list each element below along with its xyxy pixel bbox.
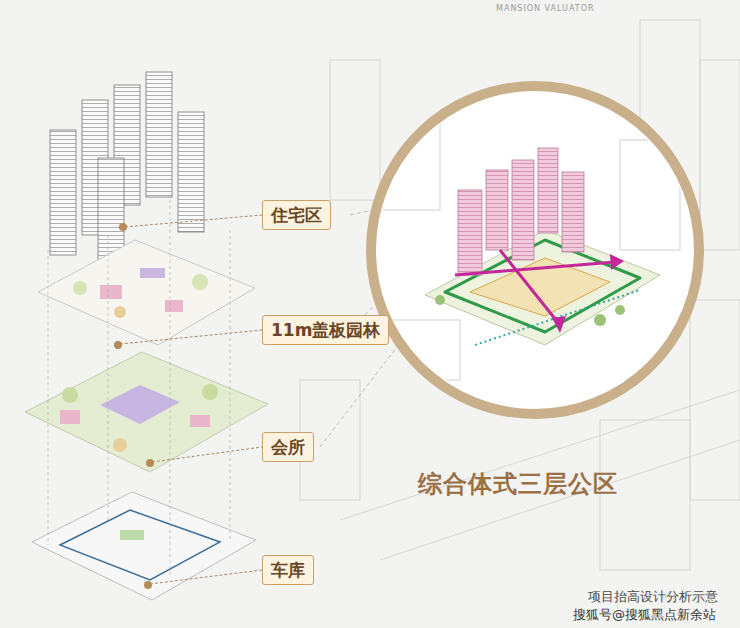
zoom-content bbox=[380, 120, 680, 380]
clubhouse-layer bbox=[25, 352, 268, 472]
label-box: 住宅区 bbox=[262, 200, 331, 230]
background-city bbox=[300, 20, 740, 570]
vertical-guide bbox=[48, 200, 230, 575]
label-box: 会所 bbox=[262, 432, 314, 462]
garage-layer bbox=[32, 492, 256, 600]
label-text: 住宅区 bbox=[271, 204, 322, 226]
header-note: MANSION VALUATOR bbox=[496, 4, 595, 13]
watermark: 搜狐号@搜狐黑点新余站 bbox=[571, 606, 718, 624]
caption: 项目抬高设计分析示意 bbox=[588, 588, 718, 606]
label-text: 会所 bbox=[271, 436, 305, 458]
garden-layer bbox=[38, 240, 255, 345]
leader-line bbox=[114, 215, 262, 589]
label-box: 11m盖板园林 bbox=[262, 315, 389, 345]
label-text: 11m盖板园林 bbox=[271, 319, 380, 341]
tower-group bbox=[50, 72, 204, 270]
label-box: 车库 bbox=[262, 555, 314, 585]
zoom-ring bbox=[371, 86, 699, 414]
title: 综合体式三层公区 bbox=[418, 468, 618, 500]
label-text: 车库 bbox=[271, 559, 305, 581]
